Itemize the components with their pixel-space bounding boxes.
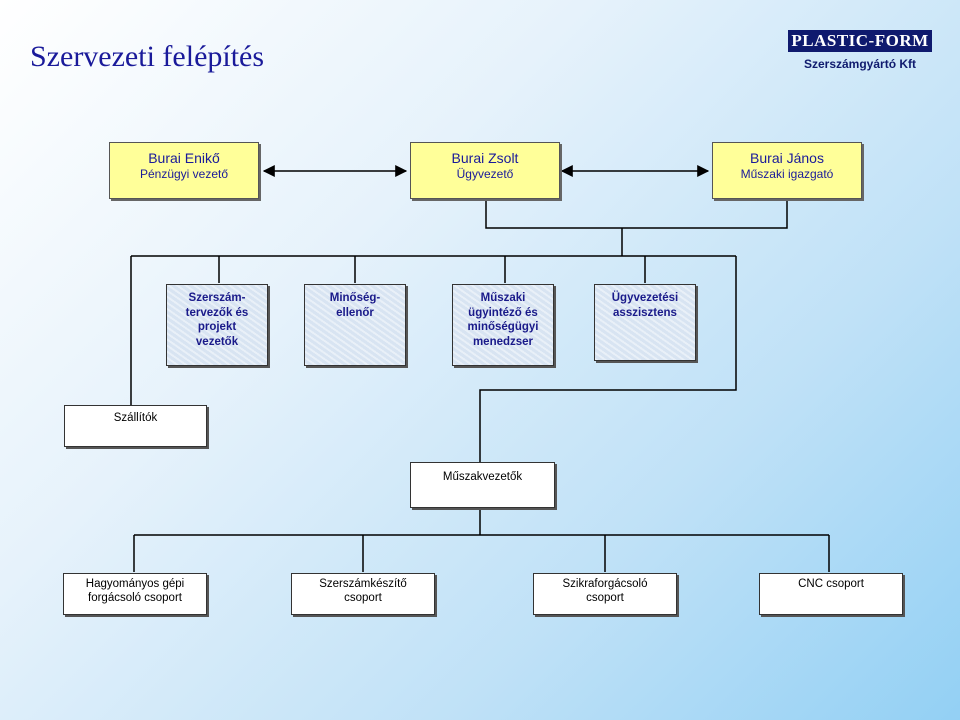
page-title: Szervezeti felépítés (30, 40, 265, 73)
unit-box-exec-assistant: Ügyvezetési asszisztens (594, 284, 696, 361)
person-role: Pénzügyi vezető (139, 167, 229, 181)
group-box-edm: Szikraforgácsoló csoport (533, 573, 677, 615)
person-box-burai-eniko: Burai Enikő Pénzügyi vezető (109, 142, 259, 199)
company-subtitle: Szerszámgyártó Kft (803, 57, 917, 71)
unit-box-quality-inspector: Minőség- ellenőr (304, 284, 406, 366)
person-name: Burai János (750, 150, 824, 166)
person-box-burai-janos: Burai János Műszaki igazgató (712, 142, 862, 199)
person-role: Műszaki igazgató (740, 167, 834, 181)
group-box-cnc: CNC csoport (759, 573, 903, 615)
unit-box-shift-leaders: Műszakvezetők (410, 462, 555, 508)
company-logo: PLASTIC-FORM (788, 30, 932, 52)
unit-box-tool-designers: Szerszám- tervezők és projekt vezetők (166, 284, 268, 366)
bracket-zsolt-janos (485, 199, 788, 229)
person-name: Burai Enikő (148, 150, 220, 166)
unit-box-suppliers: Szállítók (64, 405, 207, 447)
group-box-toolmakers: Szerszámkészítő csoport (291, 573, 435, 615)
group-box-traditional-machining: Hagyományos gépi forgácsoló csoport (63, 573, 207, 615)
line-to-shift-leaders (479, 256, 737, 462)
person-role: Ügyvezető (456, 167, 514, 181)
person-box-burai-zsolt: Burai Zsolt Ügyvezető (410, 142, 560, 199)
unit-box-technical-admin: Műszaki ügyintéző és minőségügyi menedzs… (452, 284, 554, 366)
person-name: Burai Zsolt (451, 150, 519, 166)
